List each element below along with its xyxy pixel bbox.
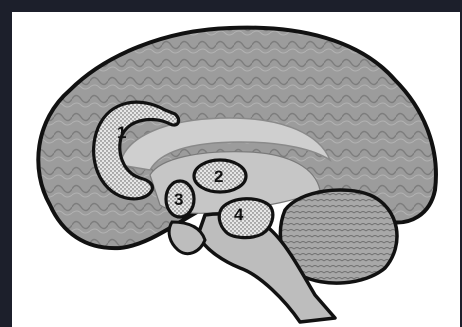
region-4-label: 4	[234, 205, 244, 224]
region-1-label: 1	[117, 123, 126, 142]
region-4-shape	[219, 199, 273, 238]
region-2-label: 2	[214, 167, 223, 186]
region-3-label: 3	[174, 190, 183, 209]
